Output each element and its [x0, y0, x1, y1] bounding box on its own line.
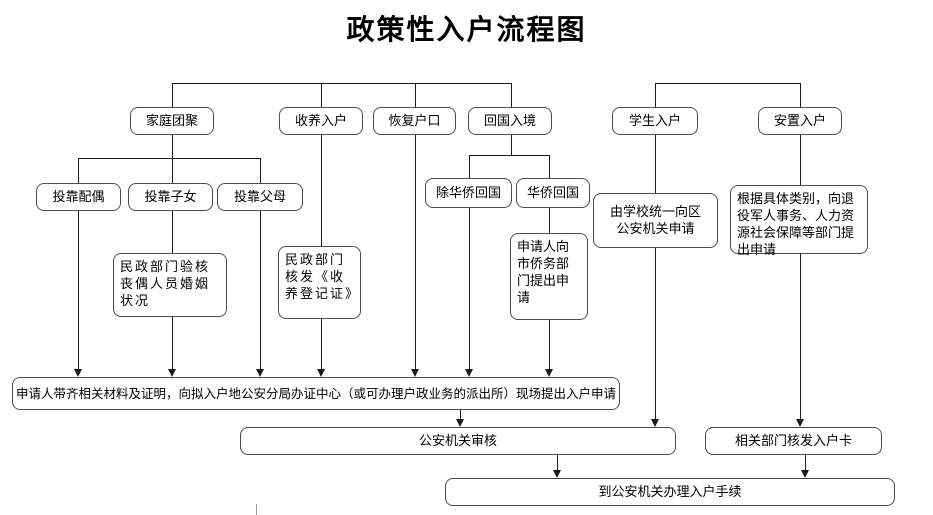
connector-drop-resettle	[800, 83, 801, 107]
connector-top-right-group	[655, 83, 800, 84]
node-police-review: 公安机关审核	[240, 427, 676, 455]
connector-restore-to-main	[415, 135, 416, 369]
arrowhead-resettle	[796, 419, 804, 427]
node-resettlement-apply: 根据具体类别，向退役军人事务、人力资源社会保障等部门提出申请	[730, 185, 868, 258]
node-non-overseas-return: 除华侨回国	[425, 178, 512, 208]
connector-nonoverseas-to-main	[469, 208, 470, 369]
arrowhead-card	[801, 470, 809, 478]
connector-drop-student	[655, 83, 656, 107]
node-join-spouse: 投靠配偶	[36, 183, 121, 211]
node-main-application: 申请人带齐相关材料及证明，向拟入户地公安分局办证中心（或可办理户政业务的派出所）…	[12, 377, 620, 410]
connector-drop-parents	[260, 158, 261, 183]
node-school-apply: 由学校统一向区公安机关申请	[593, 193, 718, 248]
arrowhead-adoption	[317, 369, 325, 377]
connector-parents-to-main	[260, 211, 261, 369]
connector-drop-adoption	[321, 83, 322, 107]
node-adoption-entry: 收养入户	[279, 107, 363, 135]
node-join-children: 投靠子女	[128, 183, 213, 211]
node-final-procedure: 到公安机关办理入户手续	[445, 478, 895, 506]
arrowhead-nonoverseas	[465, 369, 473, 377]
connector-return-split	[469, 155, 549, 156]
node-civil-affairs-cert: 民政部门核发《收养登记证》	[278, 246, 361, 319]
connector-main-to-review	[460, 410, 461, 419]
node-student-entry: 学生入户	[612, 107, 698, 135]
arrowhead-restore	[411, 369, 419, 377]
node-family-reunion: 家庭团聚	[130, 107, 214, 135]
connector-drop-restore	[415, 83, 416, 107]
connector-drop-spouse	[78, 158, 79, 183]
stray-mark	[256, 504, 257, 515]
node-join-parents: 投靠父母	[217, 183, 303, 211]
connector-family-stem	[172, 135, 173, 158]
connector-top-left-group	[172, 83, 512, 84]
arrowhead-main	[456, 419, 464, 427]
arrowhead-children	[168, 369, 176, 377]
connector-drop-return	[511, 83, 512, 107]
connector-resettle-to-card	[800, 135, 801, 419]
connector-student-to-review	[655, 135, 656, 419]
connector-drop-nonoverseas	[469, 155, 470, 178]
connector-spouse-to-main	[78, 211, 79, 369]
connector-family-split	[78, 158, 260, 159]
arrowhead-student	[651, 419, 659, 427]
arrowhead-review	[553, 470, 561, 478]
arrowhead-parents	[256, 369, 264, 377]
connector-return-stem	[511, 135, 512, 155]
connector-card-to-final	[805, 455, 806, 470]
node-restore-household: 恢复户口	[373, 107, 456, 135]
connector-drop-children	[172, 158, 173, 183]
connector-drop-overseas	[549, 155, 550, 178]
node-resettlement-entry: 安置入户	[758, 107, 842, 135]
connector-drop-family	[172, 83, 173, 107]
arrowhead-overseas	[545, 369, 553, 377]
node-return-entry: 回国入境	[468, 107, 552, 135]
node-overseas-return: 华侨回国	[516, 178, 590, 208]
node-civil-affairs-check: 民政部门验核丧偶人员婚姻状况	[113, 253, 227, 317]
node-overseas-affairs-apply: 申请人向市侨务部门提出申请	[510, 233, 588, 320]
connector-review-to-final	[557, 455, 558, 470]
page-title: 政策性入户流程图	[346, 13, 587, 46]
node-issue-entry-card: 相关部门核发入户卡	[705, 427, 882, 455]
arrowhead-spouse	[74, 369, 82, 377]
